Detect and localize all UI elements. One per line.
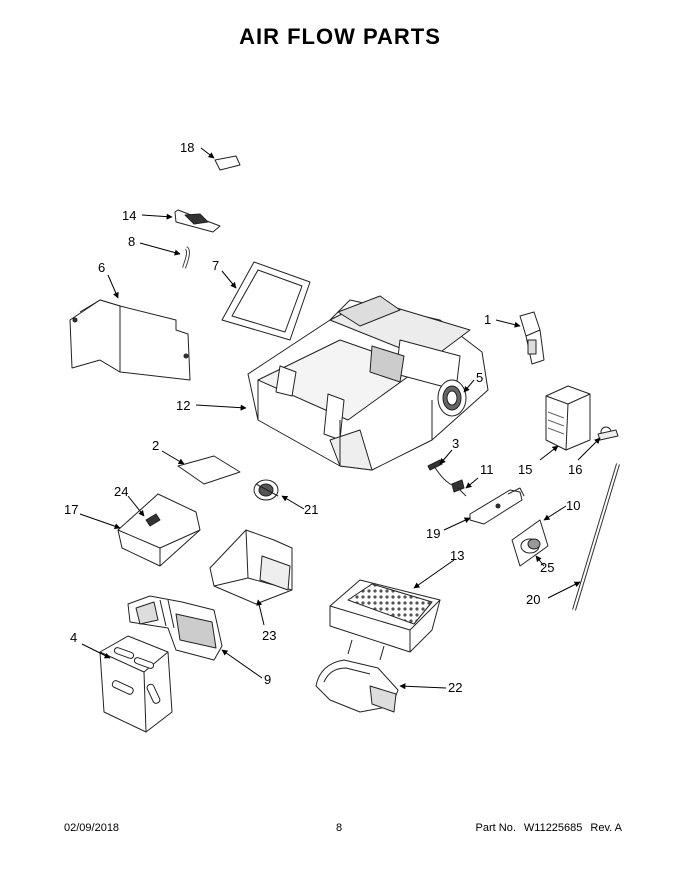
part-11-connector [451,479,467,497]
callout-19: 19 [426,526,440,541]
part-13-filter-tray [329,579,441,653]
callout-14: 14 [122,208,136,223]
callout-5: 5 [476,370,483,385]
callout-18: 18 [180,140,194,155]
part-21-fan [253,479,279,501]
callout-24: 24 [114,484,128,499]
part-8-tube [182,246,190,269]
part-12-base-housing [247,295,489,471]
part-24-clip [145,513,161,527]
part-23-damper-housing [209,529,293,605]
footer-part-info: Part No. W11225685 Rev. A [468,822,622,834]
part-16-thermostat [597,426,619,441]
part-3-harness [427,459,455,487]
callout-10: 10 [566,498,580,513]
part-17-air-guide [117,493,201,567]
part-15-transformer [545,385,591,451]
part-number: W11225685 [523,822,583,834]
part-2-plate [177,455,241,485]
callout-12: 12 [176,398,190,413]
callout-17: 17 [64,502,78,517]
part-19-bracket [469,487,525,525]
part-5-blower-wheel [437,379,467,417]
callout-8: 8 [128,234,135,249]
callout-7: 7 [212,258,219,273]
callout-6: 6 [98,260,105,275]
callout-23: 23 [262,628,276,643]
callout-22: 22 [448,680,462,695]
callout-16: 16 [568,462,582,477]
leader-lines [79,147,601,690]
callout-11: 11 [480,462,494,477]
part-14-bracket [174,209,221,233]
part-number-label: Part No. [475,822,516,834]
footer-page-number: 8 [336,822,343,834]
callout-1: 1 [484,312,491,327]
callout-4: 4 [70,630,77,645]
part-1-bracket [519,311,545,365]
callout-2: 2 [152,438,159,453]
part-9-vent-damper [127,595,223,661]
revision: Rev. A [590,822,622,834]
part-7-frame [221,261,311,341]
part-22-blower-scroll [315,639,399,713]
callout-15: 15 [518,462,532,477]
part-25-light-bulb [520,538,541,554]
callout-3: 3 [452,436,459,451]
part-20-rod [572,463,620,611]
part-4-mounting-bracket [99,635,173,733]
callout-labels: 18 14 8 6 7 1 12 5 2 3 11 15 16 24 17 21… [64,140,582,695]
part-6-panel [69,299,191,381]
page-title: AIR FLOW PARTS [239,24,441,49]
callout-21: 21 [304,502,318,517]
part-18-pad [214,155,241,171]
footer-date: 02/09/2018 [64,822,120,834]
callout-13: 13 [450,548,464,563]
callout-20: 20 [526,592,540,607]
callout-25: 25 [540,560,554,575]
callout-9: 9 [264,672,271,687]
